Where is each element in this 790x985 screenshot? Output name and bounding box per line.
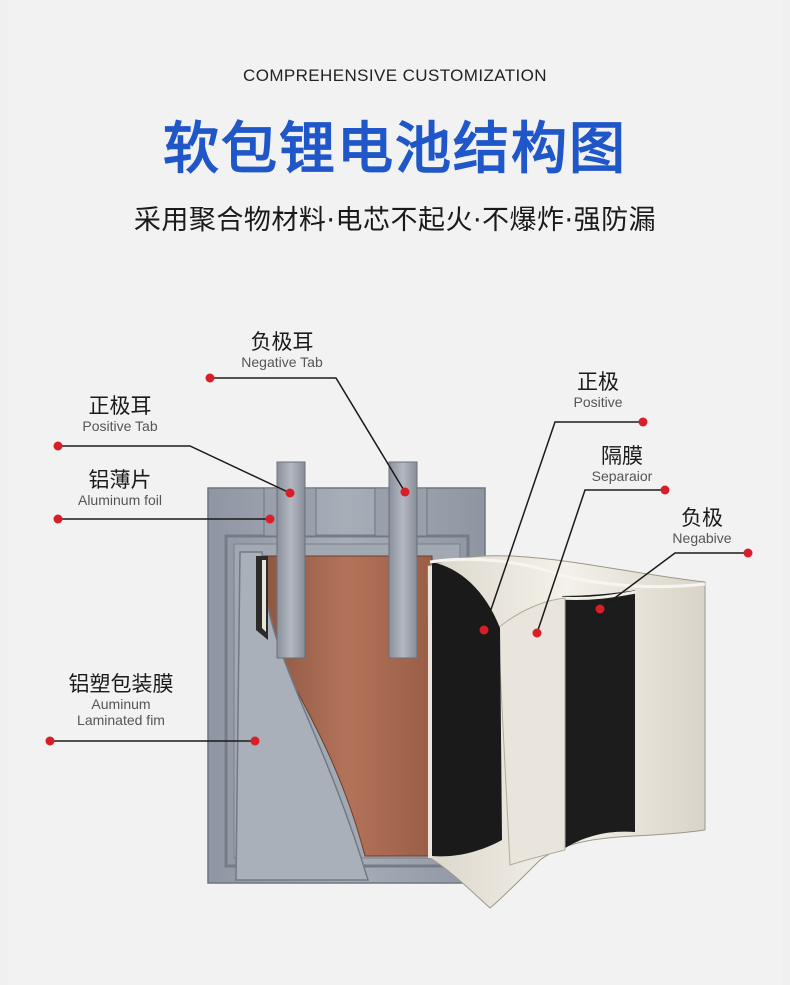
page-title: 软包锂电池结构图: [163, 117, 627, 182]
label-positive: 正极 Positive: [558, 370, 638, 410]
label-positive-tab-zh: 正极耳: [88, 394, 152, 418]
label-negative-tab: 负极耳 Negative Tab: [222, 330, 342, 370]
marker-negative-start: [743, 548, 753, 558]
label-positive-en: Positive: [573, 394, 623, 411]
label-negative-tab-en: Negative Tab: [241, 354, 323, 371]
marker-positive-end: [479, 625, 489, 635]
label-laminated-film-en-2: Laminated fim: [77, 712, 165, 729]
negative-electrode-layer: [562, 590, 636, 850]
positive-electrode-layer: [432, 562, 502, 857]
marker-separator-end: [532, 628, 542, 638]
marker-negative-tab-start: [205, 373, 215, 383]
marker-positive-tab-start: [53, 441, 63, 451]
marker-separator-start: [660, 485, 670, 495]
leader-negative: [599, 552, 748, 610]
label-aluminum-foil-zh: 铝薄片: [88, 468, 152, 492]
label-separator-en: Separaior: [591, 468, 653, 485]
marker-laminated-film-start: [45, 736, 55, 746]
marker-positive-tab-end: [285, 488, 295, 498]
marker-aluminum-foil-start: [53, 514, 63, 524]
positive-tab: [276, 461, 306, 659]
label-separator-zh: 隔膜: [601, 444, 643, 468]
label-positive-tab-en: Positive Tab: [82, 418, 158, 435]
label-aluminum-foil: 铝薄片 Aluminum foil: [60, 468, 180, 508]
page-subtitle: 采用聚合物材料·电芯不起火·不爆炸·强防漏: [133, 205, 657, 236]
label-negative-en: Negabive: [672, 530, 732, 547]
label-laminated-film-en-1: Auminum: [91, 696, 151, 713]
marker-laminated-film-end: [250, 736, 260, 746]
label-negative-zh: 负极: [681, 506, 723, 530]
label-negative-tab-zh: 负极耳: [250, 330, 314, 354]
kicker-text: COMPREHENSIVE CUSTOMIZATION: [243, 66, 547, 85]
marker-negative-tab-end: [400, 487, 410, 497]
label-positive-tab: 正极耳 Positive Tab: [60, 394, 180, 434]
leader-positive-tab: [58, 445, 291, 494]
leader-negative-tab: [210, 377, 406, 493]
leader-separator: [536, 489, 665, 634]
marker-positive-start: [638, 417, 648, 427]
label-laminated-film-zh: 铝塑包装膜: [68, 672, 174, 696]
leader-positive: [483, 421, 643, 631]
separator-layer: [497, 597, 566, 866]
label-separator: 隔膜 Separaior: [582, 444, 662, 484]
marker-aluminum-foil-end: [265, 514, 275, 524]
label-laminated-film: 铝塑包装膜 Auminum Laminated fim: [56, 672, 186, 728]
label-aluminum-foil-en: Aluminum foil: [77, 492, 163, 509]
label-negative: 负极 Negabive: [662, 506, 742, 546]
label-positive-zh: 正极: [577, 370, 619, 394]
marker-negative-end: [595, 604, 605, 614]
